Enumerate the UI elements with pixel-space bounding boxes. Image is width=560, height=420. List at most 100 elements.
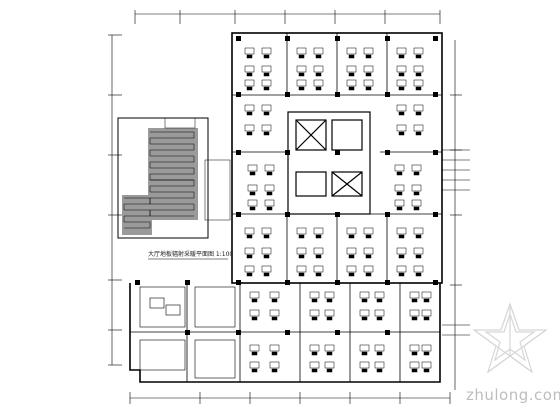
fan-coil-unit: [411, 164, 422, 176]
fan-coil-unit: [313, 79, 324, 91]
fan-coil-unit: [413, 65, 424, 77]
fan-coil-unit: [413, 79, 424, 91]
fan-coil-unit: [363, 247, 374, 259]
fan-coil-unit: [249, 344, 260, 356]
fan-coil-units: [244, 47, 432, 373]
fan-coil-unit: [363, 47, 374, 59]
fan-coil-unit: [363, 265, 374, 277]
fan-coil-unit: [309, 309, 320, 321]
fan-coil-unit: [261, 247, 272, 259]
fan-coil-unit: [411, 199, 422, 211]
fan-coil-unit: [394, 164, 405, 176]
fan-coil-unit: [264, 199, 275, 211]
left-service-room: [139, 286, 236, 379]
fan-coil-unit: [244, 79, 255, 91]
fan-coil-unit: [296, 65, 307, 77]
fan-coil-unit: [296, 227, 307, 239]
fan-coil-unit: [249, 291, 260, 303]
fan-coil-unit: [244, 65, 255, 77]
fan-coil-unit: [264, 184, 275, 196]
fan-coil-unit: [324, 309, 335, 321]
top-dimension-line: [134, 10, 441, 24]
fan-coil-unit: [396, 79, 407, 91]
podium-outer-wall: [129, 283, 441, 383]
fan-coil-unit: [359, 291, 370, 303]
fan-coil-unit: [346, 265, 357, 277]
fan-coil-unit: [359, 344, 370, 356]
watermark-text: zhulong.com: [466, 386, 560, 404]
fan-coil-unit: [394, 184, 405, 196]
interior-partitions: [130, 33, 442, 382]
fan-coil-unit: [324, 344, 335, 356]
fan-coil-unit: [413, 124, 424, 136]
left-dimension-line: [108, 34, 122, 366]
fan-coil-unit: [261, 124, 272, 136]
fan-coil-unit: [313, 265, 324, 277]
fan-coil-unit: [296, 265, 307, 277]
fan-coil-unit: [363, 227, 374, 239]
fan-coil-unit: [309, 361, 320, 373]
right-dimension-line: [450, 40, 462, 390]
bottom-dimension-line: [129, 392, 451, 404]
fan-coil-unit: [409, 291, 420, 303]
fan-coil-unit: [409, 344, 420, 356]
fan-coil-unit: [244, 47, 255, 59]
fan-coil-unit: [411, 184, 422, 196]
fan-coil-unit: [249, 361, 260, 373]
fan-coil-unit: [324, 291, 335, 303]
fan-coil-unit: [396, 124, 407, 136]
fan-coil-unit: [346, 65, 357, 77]
fan-coil-unit: [313, 65, 324, 77]
fan-coil-unit: [396, 247, 407, 259]
fan-coil-unit: [244, 104, 255, 116]
fan-coil-unit: [359, 361, 370, 373]
lobby-radiant-floor-zone: [117, 117, 231, 239]
fan-coil-unit: [421, 361, 432, 373]
fan-coil-unit: [421, 309, 432, 321]
fan-coil-unit: [413, 47, 424, 59]
fan-coil-unit: [413, 247, 424, 259]
fan-coil-unit: [269, 361, 280, 373]
fan-coil-unit: [396, 227, 407, 239]
fan-coil-unit: [244, 124, 255, 136]
fan-coil-unit: [394, 199, 405, 211]
zhulong-star-logo-icon: [472, 302, 548, 374]
fan-coil-unit: [261, 265, 272, 277]
fan-coil-unit: [309, 291, 320, 303]
fan-coil-unit: [374, 309, 385, 321]
fan-coil-unit: [261, 65, 272, 77]
drawing-caption: 大厅地板辐射采暖平面图 1:100: [148, 250, 233, 258]
fan-coil-unit: [409, 361, 420, 373]
fan-coil-unit: [359, 309, 370, 321]
fan-coil-unit: [396, 104, 407, 116]
fan-coil-unit: [264, 164, 275, 176]
fan-coil-unit: [296, 79, 307, 91]
fan-coil-unit: [244, 227, 255, 239]
fan-coil-unit: [346, 47, 357, 59]
fan-coil-unit: [244, 247, 255, 259]
fan-coil-unit: [374, 291, 385, 303]
fan-coil-unit: [249, 309, 260, 321]
fan-coil-unit: [346, 227, 357, 239]
structural-columns: [135, 36, 438, 335]
fan-coil-unit: [374, 344, 385, 356]
fan-coil-unit: [269, 291, 280, 303]
fan-coil-unit: [313, 247, 324, 259]
fan-coil-unit: [396, 265, 407, 277]
fan-coil-unit: [396, 47, 407, 59]
fan-coil-unit: [413, 265, 424, 277]
central-core: [287, 111, 371, 215]
fan-coil-unit: [374, 361, 385, 373]
fan-coil-unit: [309, 344, 320, 356]
fan-coil-unit: [324, 361, 335, 373]
fan-coil-unit: [247, 199, 258, 211]
fan-coil-unit: [421, 344, 432, 356]
fan-coil-unit: [261, 104, 272, 116]
fan-coil-unit: [247, 164, 258, 176]
fan-coil-unit: [396, 65, 407, 77]
fan-coil-unit: [261, 227, 272, 239]
fan-coil-unit: [261, 79, 272, 91]
fan-coil-unit: [313, 227, 324, 239]
fan-coil-unit: [261, 47, 272, 59]
fan-coil-unit: [269, 309, 280, 321]
